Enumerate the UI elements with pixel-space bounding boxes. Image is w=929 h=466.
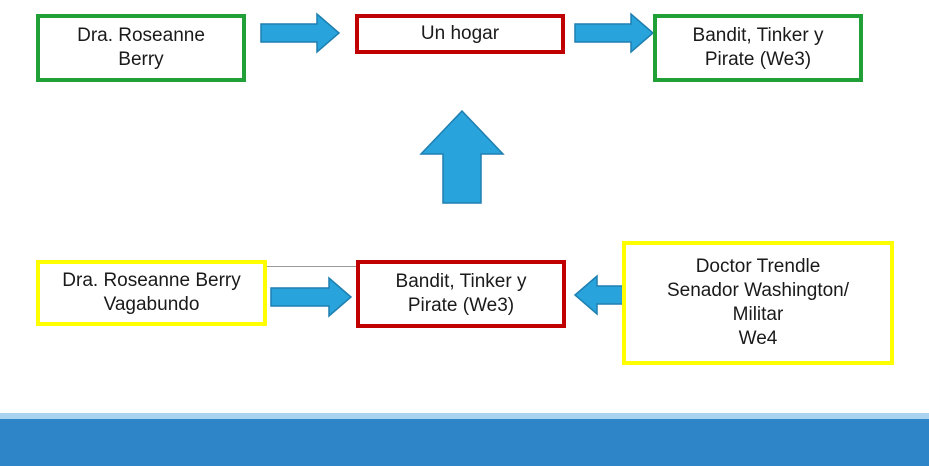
top-box-we3: Bandit, Tinker y Pirate (We3) xyxy=(653,14,863,82)
top-box-un-hogar-label: Un hogar xyxy=(420,23,500,44)
top-box-we3-label: Bandit, Tinker y Pirate (We3) xyxy=(692,25,824,70)
top-box-roseanne-berry: Dra. Roseanne Berry xyxy=(36,14,246,82)
bottom-box-roseanne-berry-label: Dra. Roseanne Berry Vagabundo xyxy=(62,270,241,315)
footer-strip xyxy=(0,413,929,419)
bottom-box-roseanne-berry: Dra. Roseanne Berry Vagabundo xyxy=(36,260,267,326)
bottom-box-we3-label: Bandit, Tinker y Pirate (We3) xyxy=(395,271,527,316)
arrow-up-icon xyxy=(419,109,505,204)
arrow-right-icon xyxy=(270,276,353,318)
footer-bar xyxy=(0,419,929,466)
top-box-roseanne-berry-label: Dra. Roseanne Berry xyxy=(77,25,205,70)
bottom-box-we3: Bandit, Tinker y Pirate (We3) xyxy=(356,260,566,328)
top-box-un-hogar: Un hogar xyxy=(355,14,565,54)
bottom-box-we4-label: Doctor Trendle Senador Washington/ Milit… xyxy=(666,256,850,349)
bottom-box-we4: Doctor Trendle Senador Washington/ Milit… xyxy=(622,241,894,365)
arrow-right-icon xyxy=(574,12,655,54)
arrow-right-icon xyxy=(260,12,341,54)
